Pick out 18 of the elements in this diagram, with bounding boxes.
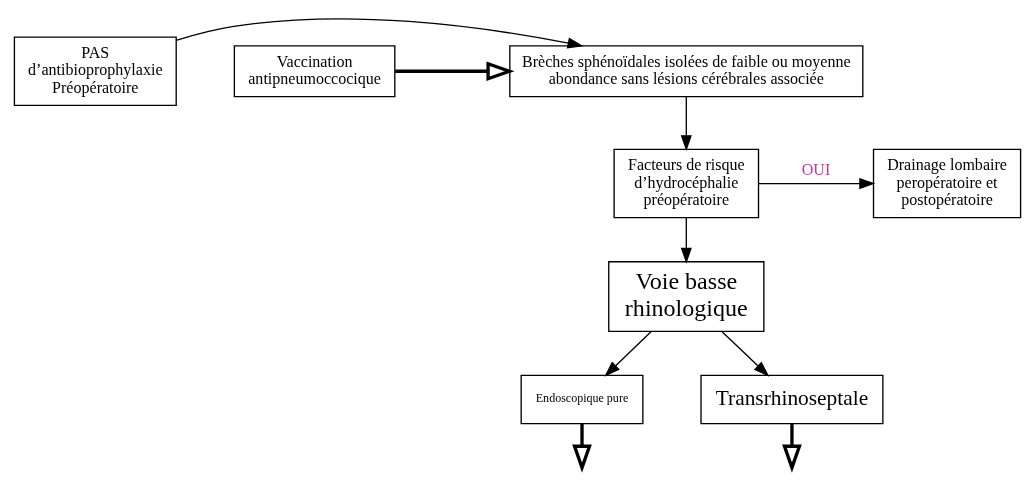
node-box: Voie basse rhinologique xyxy=(608,260,765,332)
arrow xyxy=(395,60,515,81)
arrow xyxy=(572,423,592,473)
node-box: Facteurs de risque d’hydrocéphalie préopératoire xyxy=(613,148,760,218)
node-box: PAS d’antibioprophylaxie Préopératoire xyxy=(13,35,177,106)
edge-label: OUI xyxy=(801,160,831,178)
node-box: Brèches sphénoïdales isolées de faible ou moyenne abondance sans lésions cérébrales associée xyxy=(509,44,864,97)
arrow xyxy=(680,95,692,151)
node-box: Vaccination antipneumoccocique xyxy=(233,44,396,97)
arrow xyxy=(175,17,584,49)
arrow xyxy=(757,177,876,189)
node-box: Endoscopique pure xyxy=(520,374,644,424)
arrow xyxy=(604,330,652,377)
arrow xyxy=(680,216,692,264)
arrow xyxy=(721,330,770,377)
arrow xyxy=(782,423,802,473)
node-box: Transrhinoseptale xyxy=(700,374,884,424)
node-box: Drainage lombaire peropératoire et postopératoire xyxy=(872,148,1022,218)
